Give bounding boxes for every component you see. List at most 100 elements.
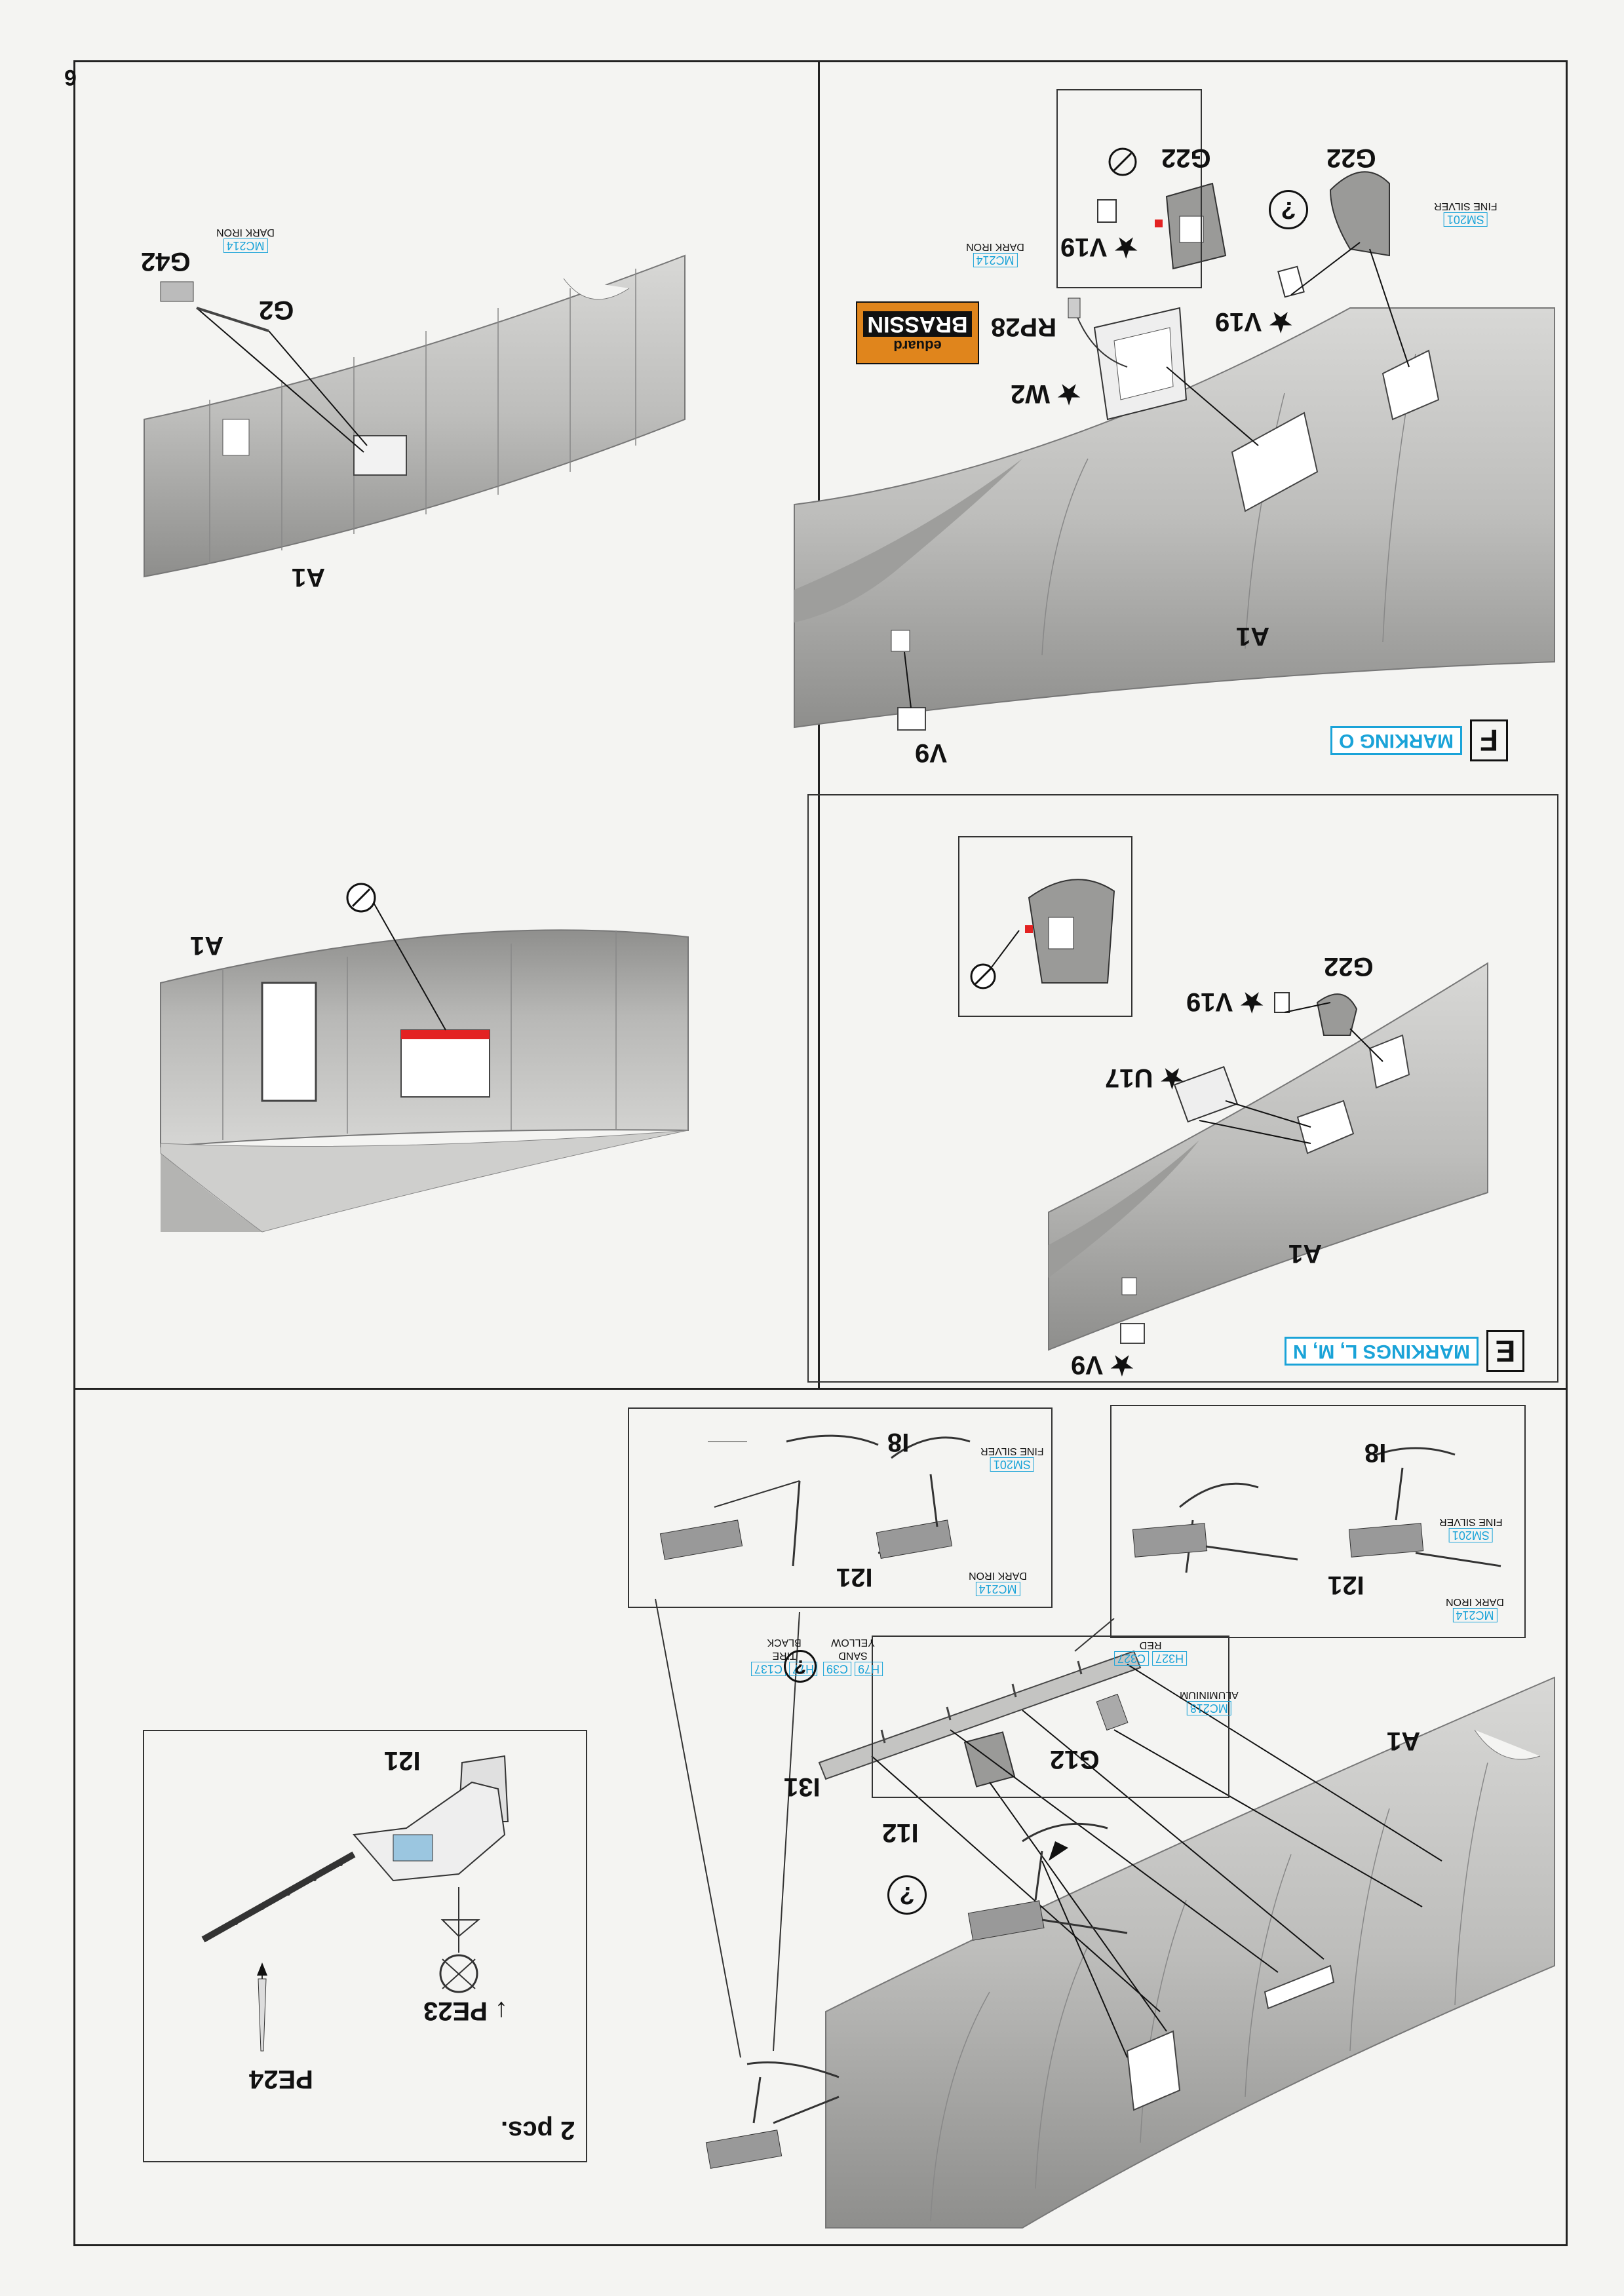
paint-callout: SM201 FINE SILVER: [1439, 1515, 1503, 1542]
part-label-g22: G22: [1326, 144, 1376, 172]
paint-callout: SM201 FINE SILVER: [980, 1444, 1044, 1472]
part-label-i8: I8: [1364, 1438, 1387, 1467]
inset-box-mid-right: [958, 836, 1132, 1017]
photo-etch-icon: ↓: [494, 1997, 508, 2025]
star-icon: ★: [1269, 307, 1293, 336]
part-label-g22: G22: [1324, 952, 1374, 981]
inset-box-gun-a: [659, 1434, 971, 1567]
paint-code: MC214: [1452, 1608, 1498, 1622]
part-label-v19: ★ V19: [1060, 232, 1138, 262]
part-label-pe23: ↓ PE23: [423, 1996, 508, 2025]
star-icon: ★: [1114, 233, 1138, 261]
question-icon: ?: [1269, 190, 1308, 229]
part-label-g2: G2: [259, 296, 294, 324]
paint-code: MC214: [223, 239, 268, 253]
paint-code: SM201: [990, 1457, 1034, 1472]
pe23-text: PE23: [423, 1997, 488, 2025]
quantity-label: 2 pcs.: [501, 2116, 575, 2145]
paint-callout: MC214 DARK IRON: [966, 240, 1024, 267]
part-label-w2: ★ W2: [1011, 379, 1081, 409]
part-label-g42: G42: [141, 247, 191, 276]
inset-box-callout: [872, 1636, 1229, 1798]
part-label-a1: A1: [292, 563, 326, 592]
v19-text: V19: [1215, 307, 1262, 336]
page-frame: [73, 60, 1568, 2246]
star-icon: ★: [1240, 987, 1264, 1016]
fuselage-top-left: [144, 254, 686, 578]
paint-name: DARK IRON: [966, 241, 1024, 252]
inset-box-gun-a: [628, 1407, 1053, 1608]
part-label-a1: A1: [190, 931, 224, 960]
question-icon: ?: [784, 1650, 817, 1683]
paint-name: DARK IRON: [1446, 1596, 1504, 1607]
fuselage-mid-left: [160, 883, 689, 1233]
part-label-v19: ★ V19: [1186, 987, 1264, 1017]
paint-callout: MC214 DARK IRON: [1446, 1595, 1504, 1622]
part-label-g12: G12: [1050, 1745, 1100, 1774]
paint-callout: SM201 FINE SILVER: [1434, 199, 1498, 227]
fuselage-top-right: [794, 147, 1555, 731]
paint-name: FINE SILVER: [980, 1445, 1044, 1457]
gun-detail-drawing: [201, 1755, 509, 2052]
section-letter-E: E: [1486, 1330, 1524, 1372]
paint-name: ALUMINIUM: [1180, 1689, 1239, 1700]
star-icon: ★: [1110, 1350, 1134, 1379]
part-label-pe24: PE24: [249, 2065, 313, 2094]
part-label-v9: ★ V9: [1071, 1350, 1134, 1380]
paint-name: FINE SILVER: [1439, 1516, 1503, 1527]
paint-name: DARK IRON: [969, 1570, 1027, 1581]
part-label-i21: I21: [836, 1563, 873, 1592]
part-label-a1: A1: [1236, 622, 1270, 651]
u17-text: U17: [1105, 1063, 1153, 1092]
fuselage-bottom: [655, 1598, 1555, 2229]
paint-callout: MC214 DARK IRON: [216, 225, 275, 253]
part-label-v19: ★ V19: [1215, 307, 1292, 337]
paint-code: MC214: [975, 1582, 1020, 1596]
paint-name: RED: [1139, 1639, 1162, 1651]
section-header-F: F MARKING O: [1330, 719, 1508, 761]
brassin-logo: eduard BRASSIN: [856, 301, 979, 364]
paint-name: SAND: [838, 1650, 868, 1661]
part-label-i8: I8: [887, 1428, 910, 1457]
part-label-a1: A1: [1387, 1727, 1421, 1755]
vertical-divider: [818, 60, 820, 1389]
part-label-i21: I21: [1328, 1571, 1364, 1599]
marking-label-F: MARKING O: [1330, 726, 1462, 755]
part-label-a1: A1: [1288, 1239, 1323, 1268]
part-label-i21: I21: [384, 1746, 421, 1775]
inset-box-top-right: [1056, 89, 1202, 288]
paint-name: DARK IRON: [216, 227, 275, 238]
brassin-logo-top: eduard: [893, 337, 942, 354]
paint-code: SM201: [1448, 1528, 1493, 1542]
paint-code: C39: [823, 1662, 852, 1676]
gun-detail-box: [143, 1730, 587, 2162]
star-icon: ★: [1160, 1063, 1184, 1092]
inset-box-gun-b: [1132, 1447, 1501, 1573]
paint-code: H327: [1152, 1651, 1188, 1666]
paint-code: H79: [855, 1662, 883, 1676]
star-icon: ★: [1057, 379, 1081, 408]
w2-text: W2: [1011, 379, 1050, 408]
paint-name: YELLOW: [831, 1637, 875, 1648]
part-label-g22: G22: [1161, 144, 1211, 172]
v9-text: V9: [1071, 1350, 1103, 1379]
paint-code: MC214: [973, 253, 1018, 267]
section-box-E: [807, 794, 1558, 1383]
paint-code: C137: [751, 1662, 786, 1676]
v19-text: V19: [1060, 233, 1108, 261]
section-header-E: E MARKINGS L, M, N: [1285, 1330, 1524, 1372]
question-icon: ?: [887, 1875, 927, 1915]
paint-callout: MC218 ALUMINIUM: [1180, 1688, 1239, 1715]
paint-code: MC218: [1186, 1701, 1231, 1715]
paint-code: C327: [1114, 1651, 1150, 1666]
part-label-i31: I31: [784, 1772, 821, 1801]
paint-callout: H79 C39 SAND YELLOW: [823, 1636, 883, 1676]
marking-label-E: MARKINGS L, M, N: [1285, 1337, 1479, 1366]
horizontal-divider: [73, 1388, 1568, 1390]
part-label-rp28: RP28: [991, 313, 1057, 341]
part-label-u17: ★ U17: [1105, 1063, 1184, 1093]
section-letter-F: F: [1470, 719, 1508, 761]
brassin-logo-bottom: BRASSIN: [863, 311, 972, 337]
